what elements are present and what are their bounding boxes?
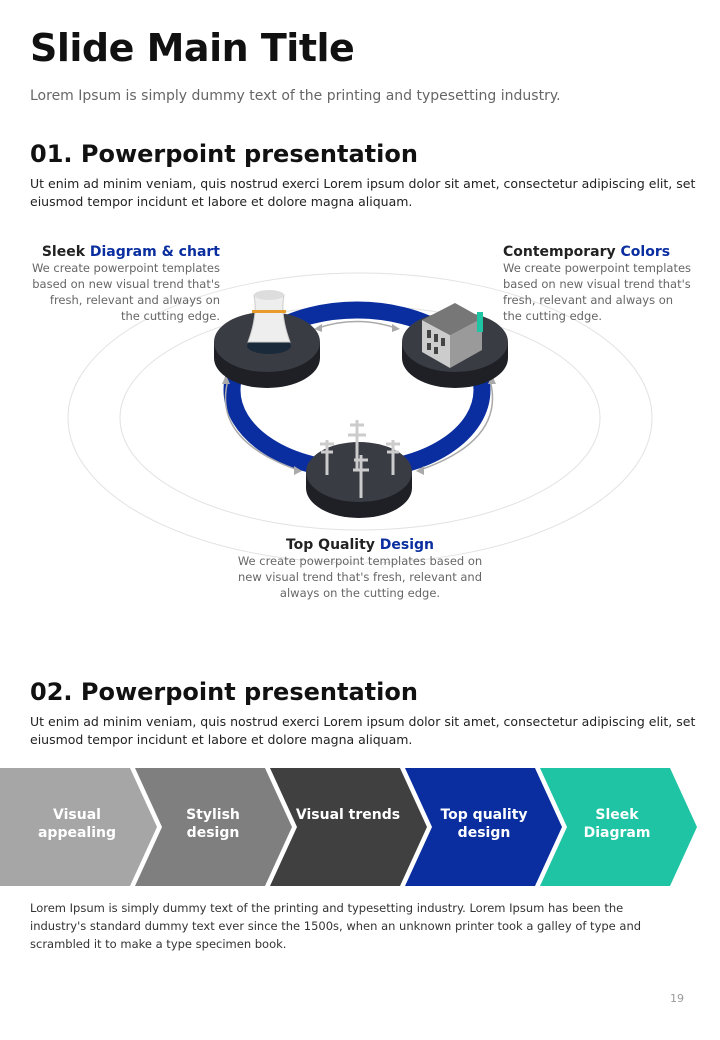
section2-heading: 02. Powerpoint presentation <box>30 678 418 706</box>
feature-accent: Colors <box>620 244 671 260</box>
feature-desc: We create powerpoint templates based on … <box>237 554 483 600</box>
chevron-step <box>0 768 157 886</box>
feature-desc: We create powerpoint templates based on … <box>31 261 220 323</box>
page-subtitle: Lorem Ipsum is simply dummy text of the … <box>30 88 561 104</box>
feature-bottom: Top Quality Design We create powerpoint … <box>225 537 495 601</box>
building-icon <box>422 303 483 368</box>
power-tower-icon <box>320 420 400 498</box>
feature-label: Contemporary <box>503 244 621 260</box>
feature-accent: Diagram & chart <box>89 244 220 260</box>
chevron-step <box>135 768 292 886</box>
chevron-step <box>540 768 697 886</box>
feature-desc: We create powerpoint templates based on … <box>503 261 692 323</box>
feature-accent: Design <box>379 537 435 553</box>
feature-label: Top Quality <box>285 537 380 553</box>
page-title: Slide Main Title <box>30 26 355 70</box>
section1-heading: 01. Powerpoint presentation <box>30 140 418 168</box>
feature-label: Sleek <box>41 244 90 260</box>
step-label: Sleek Diagram <box>583 807 651 841</box>
section1-body: Ut enim ad minim veniam, quis nostrud ex… <box>30 176 696 209</box>
cooling-tower-icon <box>247 290 291 354</box>
step-label: Stylish design <box>186 807 240 841</box>
chevron-step <box>270 768 427 886</box>
feature-left: Sleek Diagram & chart We create powerpoi… <box>30 244 220 324</box>
disc-bottom <box>306 442 412 518</box>
page-number: 19 <box>670 992 684 1005</box>
chevron-step <box>405 768 562 886</box>
step-label: Visual appealing <box>37 807 117 841</box>
cycle-diagram <box>67 272 653 564</box>
feature-right: Contemporary Colors We create powerpoint… <box>503 244 693 324</box>
step-label: Visual trends <box>295 807 401 823</box>
step-label: Top quality design <box>440 807 528 841</box>
cycle-arrows <box>224 320 494 471</box>
section2-body: Ut enim ad minim veniam, quis nostrud ex… <box>30 714 696 747</box>
footer-text: Lorem Ipsum is simply dummy text of the … <box>30 901 642 951</box>
